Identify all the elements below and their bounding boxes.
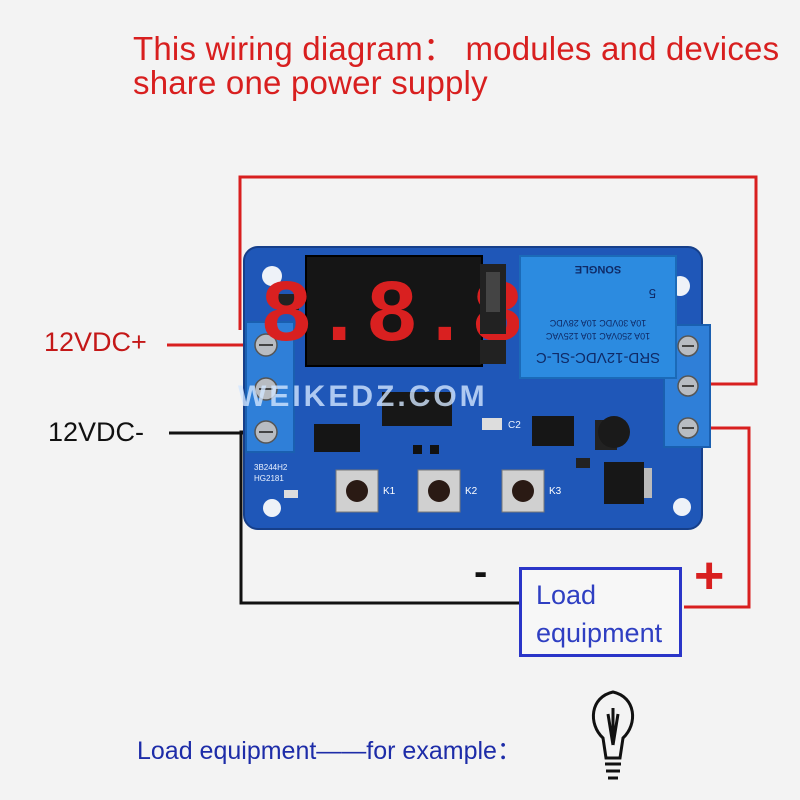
wire-positive-loop <box>238 175 758 386</box>
title-line-1: This wiring diagram： modules and devices <box>133 30 780 67</box>
light-bulb-icon <box>591 690 635 780</box>
capacitor <box>482 418 502 430</box>
resistor <box>576 458 590 468</box>
bottom-caption: Load equipment——for example： <box>137 737 522 765</box>
transistor <box>277 294 299 310</box>
smd-component <box>284 490 298 498</box>
header-pins <box>480 340 506 364</box>
relay-rating-2: 10A 30VDC 10A 28VDC <box>549 318 646 328</box>
load-line-1: Load <box>536 580 597 610</box>
button-k3 <box>501 469 545 513</box>
relay-number: 5 <box>649 286 656 301</box>
watermark: WEIKEDZ.COM <box>238 380 488 413</box>
load-line-2: equipment <box>536 618 663 648</box>
load-plus-sign: + <box>694 547 725 605</box>
silk-code-2: HG2181 <box>254 474 284 483</box>
power-positive-label: 12VDC+ <box>44 327 147 357</box>
silk-code-1: 3B244H2 <box>254 463 288 472</box>
smd-chip <box>532 416 574 446</box>
relay: SRD-12VDC-SL-C 10A 250VAC 10A 125VAC 10A… <box>519 255 677 379</box>
button-k2-label: K2 <box>465 486 478 497</box>
button-k1-label: K1 <box>383 486 396 497</box>
button-k1 <box>335 469 379 513</box>
wire-relay-to-load <box>684 426 751 609</box>
mount-hole <box>263 499 281 517</box>
power-negative-label: 12VDC- <box>48 417 145 447</box>
buzzer <box>598 416 630 448</box>
load-equipment-box: Load equipment <box>519 567 682 657</box>
led-smd <box>430 445 439 454</box>
button-k2 <box>417 469 461 513</box>
relay-model: SRD-12VDC-SL-C <box>536 349 660 366</box>
title-line-2: share one power supply <box>133 64 488 101</box>
regulator <box>604 462 644 504</box>
relay-module-board: 8.8.8 SRD-12VDC-SL-C 10A 250VAC 10A 125V… <box>243 246 711 530</box>
load-minus-sign: - <box>474 550 488 594</box>
led-smd <box>413 445 422 454</box>
relay-rating-1: 10A 250VAC 10A 125VAC <box>545 331 650 341</box>
seven-segment-display <box>305 255 483 367</box>
mcu-chip <box>382 392 452 426</box>
optocoupler-chip <box>314 424 360 452</box>
mount-hole <box>673 498 691 516</box>
relay-brand: SONGLE <box>575 263 621 275</box>
c2-label: C2 <box>508 420 521 431</box>
mount-hole <box>262 266 282 286</box>
button-k3-label: K3 <box>549 486 562 497</box>
